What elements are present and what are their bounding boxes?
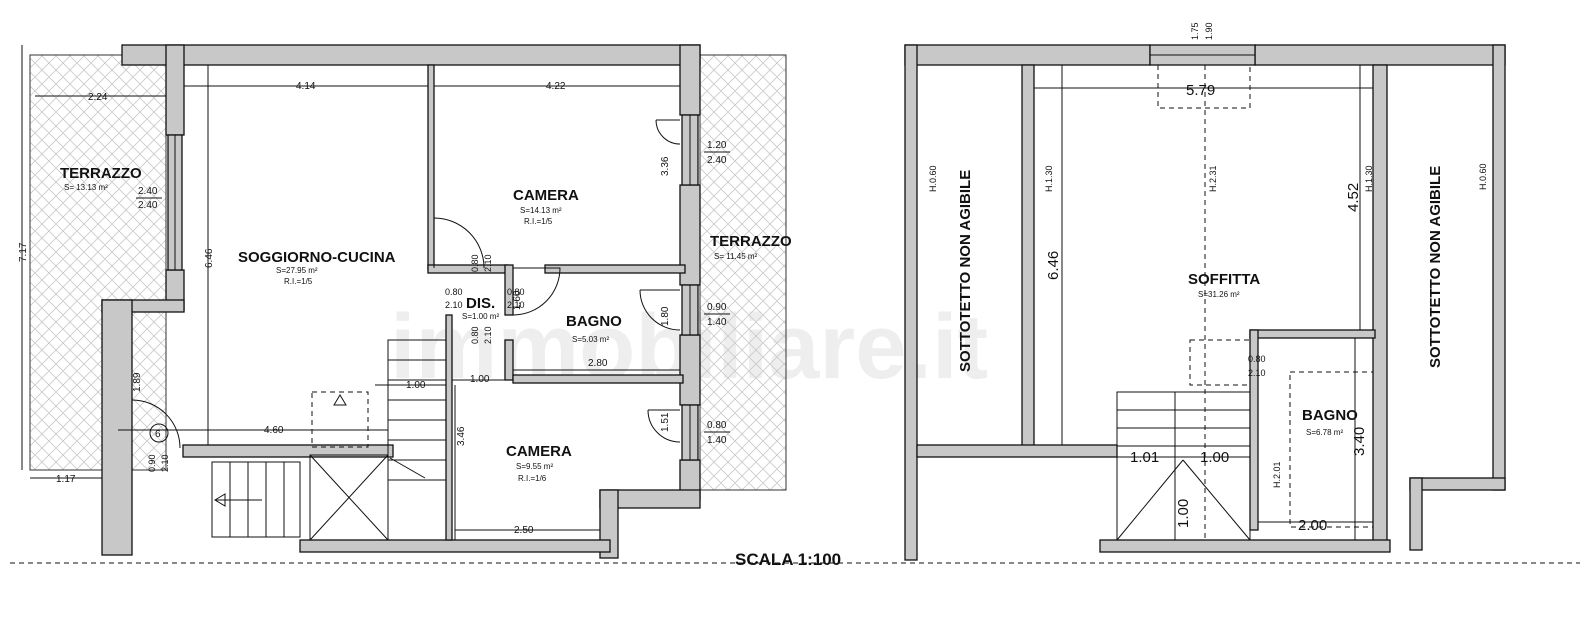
- dis-name: DIS.: [466, 295, 495, 312]
- sottotetto-right-name: SOTTOTETTO NON AGIBILE: [1427, 166, 1444, 368]
- dim-4-60: 4.60: [264, 425, 284, 436]
- dim-1-00-b: 1.00: [470, 374, 490, 385]
- dim-4-22: 4.22: [546, 81, 566, 92]
- scale-label: SCALA 1:100: [735, 550, 841, 569]
- dim-2-1-00-b: 1.00: [1175, 499, 1192, 528]
- door-d-width: 0.80: [470, 326, 480, 344]
- dim-2-1-00-a: 1.00: [1200, 449, 1229, 466]
- window-left-width: 2.40: [138, 186, 158, 197]
- door-b-height: 2.10: [445, 300, 463, 310]
- dis-area: S=1.00 m²: [462, 312, 499, 321]
- bagno-name: BAGNO: [566, 313, 622, 330]
- dim-3-46: 3.46: [456, 426, 467, 446]
- door-c-height: 2.10: [507, 300, 525, 310]
- window-camera2-width: 0.80: [707, 420, 727, 431]
- window-bagno-width: 0.90: [707, 302, 727, 313]
- height-right-soffitta: H.1.30: [1364, 165, 1374, 192]
- stair-marker-number: 6: [155, 429, 161, 440]
- door-c-width: 0.80: [507, 287, 525, 297]
- door-soffitta-width: 0.80: [1248, 354, 1266, 364]
- bagno-area: S=5.03 m²: [572, 335, 609, 344]
- window-left-height: 2.40: [138, 200, 158, 211]
- camera-bottom-name: CAMERA: [506, 443, 572, 460]
- walls-floor-2: [904, 44, 1506, 561]
- stairs-floor-2: [1116, 339, 1374, 541]
- dimension-lines-floor-1: [21, 45, 680, 540]
- dim-1-60: 1.60: [512, 290, 523, 310]
- height-left-sottotetto: H.0.60: [928, 165, 938, 192]
- soggiorno-name: SOGGIORNO-CUCINA: [238, 249, 396, 266]
- dim-2-00: 2.00: [1298, 517, 1327, 534]
- dim-7-17: 7.17: [18, 242, 29, 262]
- window-camera-width: 1.20: [707, 140, 727, 151]
- sottotetto-left-name: SOTTOTETTO NON AGIBILE: [957, 170, 974, 372]
- dim-1-80: 1.80: [660, 306, 671, 326]
- camera-bottom-area: S=9.55 m²: [516, 462, 553, 471]
- dim-3-40: 3.40: [1351, 427, 1368, 456]
- height-right-sottotetto: H.0.60: [1478, 163, 1488, 190]
- window-camera-height: 2.40: [707, 155, 727, 166]
- door-a-width: 0.80: [470, 254, 480, 272]
- dim-2-6-46: 6.46: [1045, 251, 1062, 280]
- bagno-2-name: BAGNO: [1302, 407, 1358, 424]
- soggiorno-ri: R.I.=1/5: [284, 277, 313, 286]
- door-soffitta-height: 2.10: [1248, 368, 1266, 378]
- terrazzo-right-name: TERRAZZO: [710, 233, 792, 250]
- camera-bottom-ri: R.I.=1/6: [518, 474, 547, 483]
- walls-floor-1: [101, 44, 701, 559]
- door-a-height: 2.10: [483, 254, 493, 272]
- terrazzo-left-area-text: S= 13.13 m²: [64, 183, 108, 192]
- height-center-soffitta: H.2.31: [1208, 165, 1218, 192]
- door-e-width: 0.90: [147, 454, 157, 472]
- dim-1-00-a: 1.00: [406, 380, 426, 391]
- door-d-height: 2.10: [483, 326, 493, 344]
- door-e-height: 2.10: [160, 454, 170, 472]
- floor-1-plan: TERRAZZO S= 13.13 m² SOGGIORNO-CUCINA S=…: [18, 44, 792, 559]
- window-bagno-height: 1.40: [707, 317, 727, 328]
- camera-top-area: S=14.13 m²: [520, 206, 562, 215]
- dim-6-46: 6.46: [204, 248, 215, 268]
- dim-1-90: 1.90: [1204, 22, 1214, 40]
- terrazzo-left-name: TERRAZZO: [60, 165, 142, 182]
- height-left-soffitta: H.1.30: [1044, 165, 1054, 192]
- dim-3-36: 3.36: [660, 156, 671, 176]
- floor-2-plan: SOTTOTETTO NON AGIBILE SOTTOTETTO NON AG…: [904, 22, 1506, 561]
- dim-4-14: 4.14: [296, 81, 316, 92]
- dim-1-75: 1.75: [1190, 22, 1200, 40]
- terrazzo-right-area: [699, 54, 787, 491]
- door-b-width: 0.80: [445, 287, 463, 297]
- camera-top-name: CAMERA: [513, 187, 579, 204]
- height-bagno: H.2.01: [1272, 461, 1282, 488]
- dim-2-50: 2.50: [514, 525, 534, 536]
- stair-marker: [149, 423, 169, 443]
- dim-2-24: 2.24: [88, 92, 108, 103]
- terrazzo-left-area: [29, 54, 167, 471]
- bagno-2-area: S=6.78 m²: [1306, 428, 1343, 437]
- dim-2-80: 2.80: [588, 358, 608, 369]
- dim-1-51: 1.51: [660, 412, 671, 432]
- dim-4-52: 4.52: [1345, 183, 1362, 212]
- stairs-floor-1: [211, 339, 447, 541]
- dim-1-89: 1.89: [132, 372, 143, 392]
- terrazzo-right-area-text: S= 11.45 m²: [714, 252, 758, 261]
- soffitta-area: S=31.26 m²: [1198, 290, 1240, 299]
- window-camera2-height: 1.40: [707, 435, 727, 446]
- dim-5-79: 5.79: [1186, 82, 1215, 99]
- soffitta-name: SOFFITTA: [1188, 271, 1260, 288]
- dim-1-17: 1.17: [56, 474, 76, 485]
- dim-1-01: 1.01: [1130, 449, 1159, 466]
- soggiorno-area: S=27.95 m²: [276, 266, 318, 275]
- camera-top-ri: R.I.=1/5: [524, 217, 553, 226]
